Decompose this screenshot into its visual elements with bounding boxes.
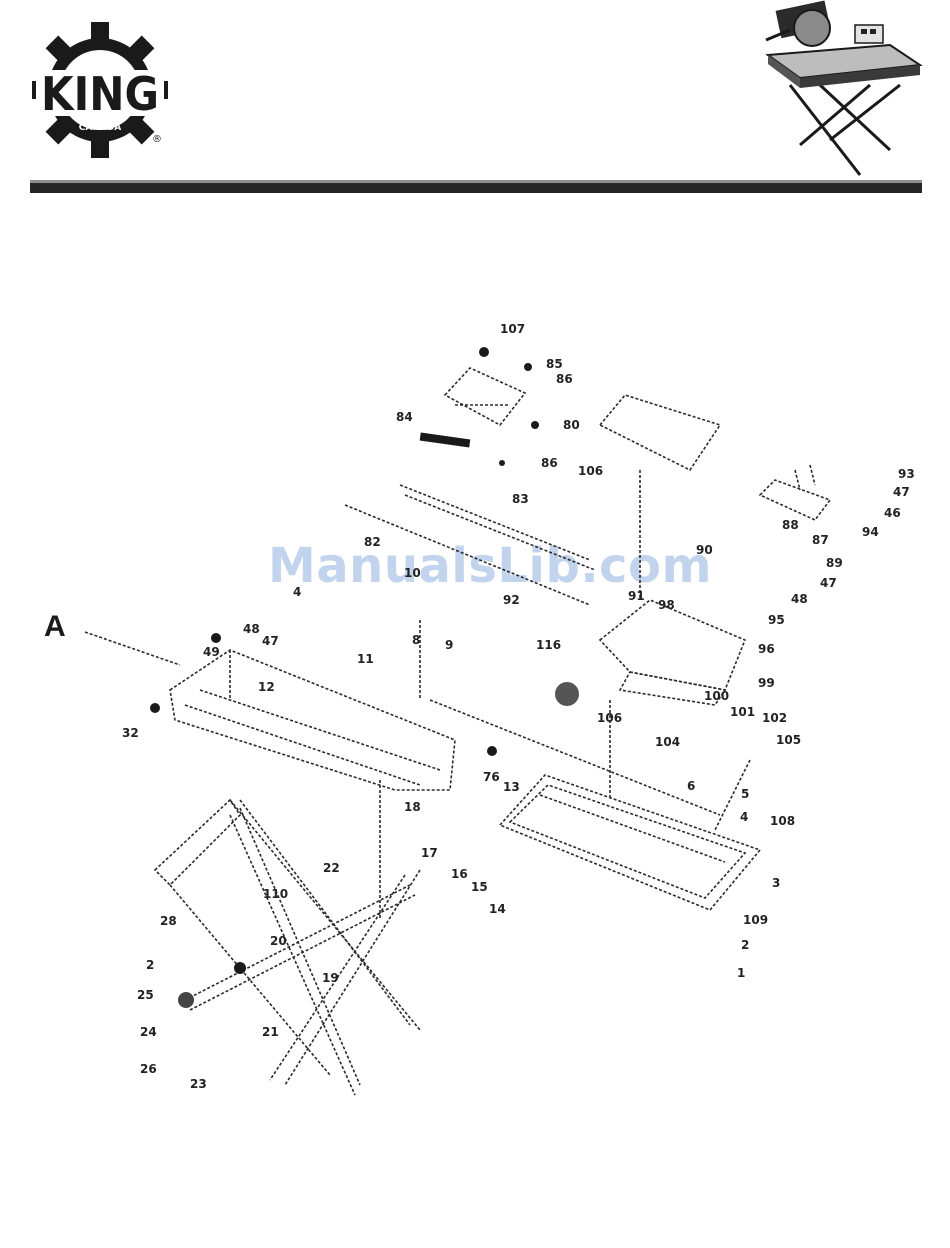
water-tray	[500, 775, 760, 910]
callout-106-b: 106	[597, 711, 622, 725]
callout-10: 10	[404, 566, 421, 580]
callout-46: 46	[884, 506, 901, 520]
callout-19: 19	[322, 971, 339, 985]
callout-87: 87	[812, 533, 829, 547]
callout-109: 109	[743, 913, 768, 927]
callout-89: 89	[826, 556, 843, 570]
callout-16: 16	[451, 867, 468, 881]
callout-28: 28	[160, 914, 177, 928]
callout-47-b: 47	[820, 576, 837, 590]
callout-86: 86	[556, 372, 573, 386]
callout-21: 21	[262, 1025, 279, 1039]
callout-80: 80	[563, 418, 580, 432]
callout-49: 49	[203, 645, 220, 659]
callout-116: 116	[536, 638, 561, 652]
callout-93: 93	[898, 467, 915, 481]
clamp-bar	[420, 433, 471, 448]
callout-48: 48	[791, 592, 808, 606]
callout-82: 82	[364, 535, 381, 549]
logo-wordmark: KING	[41, 67, 159, 121]
callout-85: 85	[546, 357, 563, 371]
callout-32: 32	[122, 726, 139, 740]
callout-47: 47	[893, 485, 910, 499]
callout-11: 11	[357, 652, 374, 666]
callout-22: 22	[323, 861, 340, 875]
callout-100: 100	[704, 689, 729, 703]
callout-110: 110	[263, 887, 288, 901]
callout-4: 4	[293, 585, 301, 599]
callout-23: 23	[190, 1077, 207, 1091]
callout-20: 20	[270, 934, 287, 948]
callout-95: 95	[768, 613, 785, 627]
logo-subtext: CANADA	[79, 123, 122, 133]
callout-2: 2	[741, 938, 749, 952]
callout-106: 106	[578, 464, 603, 478]
callout-12: 12	[258, 680, 275, 694]
screw-icon	[531, 421, 539, 429]
callout-104: 104	[655, 735, 680, 749]
screw-icon	[499, 460, 505, 466]
top-plate	[600, 395, 720, 470]
callout-47-c: 47	[262, 634, 279, 648]
callout-14: 14	[489, 902, 506, 916]
callout-86-b: 86	[541, 456, 558, 470]
hinge-icon	[234, 962, 246, 974]
main-frame-rail	[170, 650, 455, 790]
callout-48-b: 48	[243, 622, 260, 636]
nut-icon	[487, 746, 497, 756]
callout-84: 84	[396, 410, 413, 424]
callout-17: 17	[421, 846, 438, 860]
motor-housing	[445, 368, 525, 425]
callout-24: 24	[140, 1025, 157, 1039]
callout-3: 3	[772, 876, 780, 890]
tile-saw-photo	[760, 0, 930, 180]
saw-stand-legs	[790, 85, 900, 175]
header-rule	[30, 180, 922, 193]
callout-83: 83	[512, 492, 529, 506]
king-canada-logo: KING CANADA ®	[30, 20, 170, 160]
guide-rail	[345, 485, 595, 605]
saw-table	[768, 45, 920, 88]
callout-8: 8	[412, 633, 420, 647]
callout-9: 9	[445, 638, 453, 652]
callout-101: 101	[730, 705, 755, 719]
callout-92: 92	[503, 593, 520, 607]
callout-107: 107	[500, 322, 525, 336]
callout-1: 1	[737, 966, 745, 980]
exploded-parts-diagram	[0, 300, 950, 1130]
extension-bracket	[760, 465, 830, 520]
folding-stand	[155, 800, 420, 1095]
knob-icon	[479, 347, 489, 357]
nut-icon	[211, 633, 221, 643]
callout-91: 91	[628, 589, 645, 603]
callout-18: 18	[404, 800, 421, 814]
callout-90: 90	[696, 543, 713, 557]
callout-76: 76	[483, 770, 500, 784]
callout-2-b: 2	[146, 958, 154, 972]
wheel-icon	[178, 992, 194, 1008]
callout-94: 94	[862, 525, 879, 539]
callout-15: 15	[471, 880, 488, 894]
callout-25: 25	[137, 988, 154, 1002]
callout-105: 105	[776, 733, 801, 747]
saw-head	[766, 0, 883, 46]
callout-102: 102	[762, 711, 787, 725]
callout-99: 99	[758, 676, 775, 690]
callout-5: 5	[741, 787, 749, 801]
section-a-leader	[85, 632, 180, 665]
callout-6: 6	[687, 779, 695, 793]
registered-mark: ®	[152, 134, 162, 145]
callout-108: 108	[770, 814, 795, 828]
callout-98: 98	[658, 598, 675, 612]
callout-4-b: 4	[740, 810, 748, 824]
callout-88: 88	[782, 518, 799, 532]
nut-icon	[150, 703, 160, 713]
callout-13: 13	[503, 780, 520, 794]
pump-icon	[555, 682, 579, 706]
callout-26: 26	[140, 1062, 157, 1076]
callout-96: 96	[758, 642, 775, 656]
screw-icon	[524, 363, 532, 371]
